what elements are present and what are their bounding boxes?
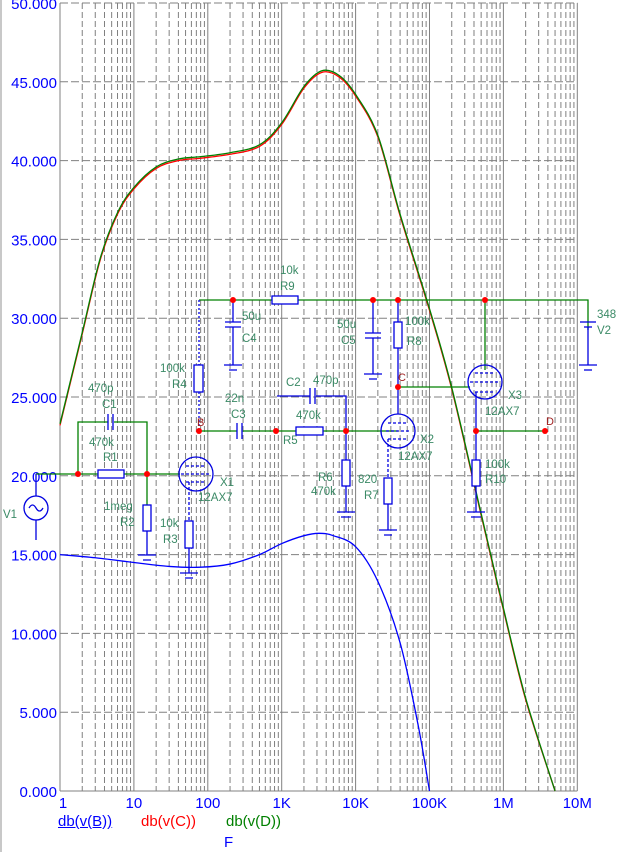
capacitor-c4[interactable]: [224, 300, 242, 371]
supply-rail: [199, 299, 589, 330]
y-tick-label: 35.000: [11, 232, 57, 249]
x2-model: 12AX7: [398, 451, 433, 463]
x1-model: 12AX7: [198, 492, 233, 504]
y-axis: 0.000 5.000 10.000 15.000 20.000 25.000 30.000…: [11, 0, 57, 801]
tube-x2[interactable]: [380, 413, 416, 478]
r6-ref: R6: [318, 472, 333, 484]
r10-ref: R10: [485, 474, 506, 486]
y-tick-label: 20.000: [11, 469, 57, 486]
resistor-r2[interactable]: [142, 504, 152, 532]
x-tick-label: 100: [195, 795, 220, 812]
y-tick-label: 15.000: [11, 548, 57, 565]
battery-v2: [579, 321, 597, 371]
voltage-source-v1[interactable]: [23, 495, 49, 521]
r1-value: 470k: [89, 437, 114, 449]
y-tick-label: 10.000: [11, 626, 57, 643]
x-tick-label: 10M: [563, 795, 592, 812]
x-axis: 1 10 100 1K 10K 100K 1M 10M: [59, 795, 592, 812]
c4-value: 50u: [242, 311, 261, 323]
r3-ref: R3: [163, 534, 178, 546]
r4-ref: R4: [172, 379, 187, 391]
grid: [59, 2, 578, 792]
resistor-r6[interactable]: [341, 459, 351, 487]
resistor-r9[interactable]: [271, 295, 299, 305]
node-c-label: C: [398, 372, 406, 384]
legend-db-v-b[interactable]: db(v(B)): [58, 813, 113, 830]
resistor-r10[interactable]: [471, 459, 481, 487]
resistor-r7[interactable]: [383, 477, 393, 505]
legend-db-v-d[interactable]: db(v(D)): [226, 813, 281, 830]
tube-x1[interactable]: [178, 456, 214, 521]
x1-ref: X1: [220, 477, 234, 489]
y-tick-label: 25.000: [11, 390, 57, 407]
resistor-r4[interactable]: [193, 364, 204, 393]
r2-value: 1meg: [104, 501, 133, 513]
capacitor-c3[interactable]: [236, 423, 243, 439]
x3-model: 12AX7: [485, 406, 520, 418]
x3-ref: X3: [508, 390, 522, 402]
c2-value: 470p: [313, 375, 339, 387]
y-tick-label: 5.000: [19, 705, 57, 722]
capacitor-c5[interactable]: [364, 300, 382, 380]
c3-ref: C3: [231, 409, 246, 421]
capacitor-c1[interactable]: [107, 414, 114, 430]
c5-ref: C5: [341, 335, 356, 347]
tube-x3[interactable]: [467, 364, 503, 518]
r8-value: 100k: [405, 316, 430, 328]
y-tick-label: 30.000: [11, 311, 57, 328]
resistor-r5[interactable]: [295, 426, 324, 436]
node-d-label: D: [546, 416, 554, 428]
window-edge: [0, 0, 2, 852]
legend-db-v-c[interactable]: db(v(C)): [141, 813, 196, 830]
c4-ref: C4: [242, 333, 257, 345]
y-tick-label: 50.000: [11, 0, 57, 13]
v2-ref: V2: [597, 325, 611, 337]
x-tick-label: 1: [59, 795, 67, 812]
c1-value: 470p: [88, 383, 114, 395]
x-tick-label: 100K: [412, 795, 447, 812]
x-tick-label: 1M: [493, 795, 514, 812]
capacitor-c2[interactable]: [309, 388, 316, 404]
r9-ref: R9: [280, 281, 295, 293]
c1-ref: C1: [102, 399, 117, 411]
c3-value: 22n: [225, 393, 244, 405]
schematic: 348 V2 10k R9 50u C4 100k R4 22n C3 470k…: [3, 265, 616, 579]
v1-ref: V1: [3, 509, 17, 521]
resistor-r3[interactable]: [184, 520, 194, 549]
x2-ref: X2: [420, 434, 434, 446]
x-tick-label: 10: [126, 795, 143, 812]
resistor-r8[interactable]: [393, 321, 403, 349]
y-tick-label: 45.000: [11, 75, 57, 92]
node-b-label: B: [197, 417, 204, 429]
r10-value: 100k: [485, 459, 510, 471]
x-tick-label: 10K: [342, 795, 369, 812]
series-line-dbvb: [59, 532, 431, 792]
r1-ref: R1: [103, 452, 118, 464]
r3-value: 10k: [160, 518, 179, 530]
x-axis-label: F: [224, 834, 234, 851]
r5-ref: R5: [283, 435, 298, 447]
r4-value: 100k: [160, 363, 185, 375]
c5-value: 50u: [337, 319, 356, 331]
r5-value: 470k: [296, 410, 321, 422]
x-tick-label: 1K: [273, 795, 291, 812]
y-tick-label: 40.000: [11, 154, 57, 171]
r7-value: 820: [358, 474, 377, 486]
r8-ref: R8: [407, 336, 422, 348]
junction-dots: [75, 297, 548, 477]
r9-value: 10k: [280, 265, 299, 277]
r6-value: 470k: [311, 486, 336, 498]
c2-ref: C2: [286, 377, 301, 389]
y-tick-label: 0.000: [19, 784, 57, 801]
r2-ref: R2: [120, 517, 135, 529]
r7-ref: R7: [364, 490, 379, 502]
v2-value: 348: [597, 309, 616, 321]
resistor-r1[interactable]: [97, 469, 125, 479]
